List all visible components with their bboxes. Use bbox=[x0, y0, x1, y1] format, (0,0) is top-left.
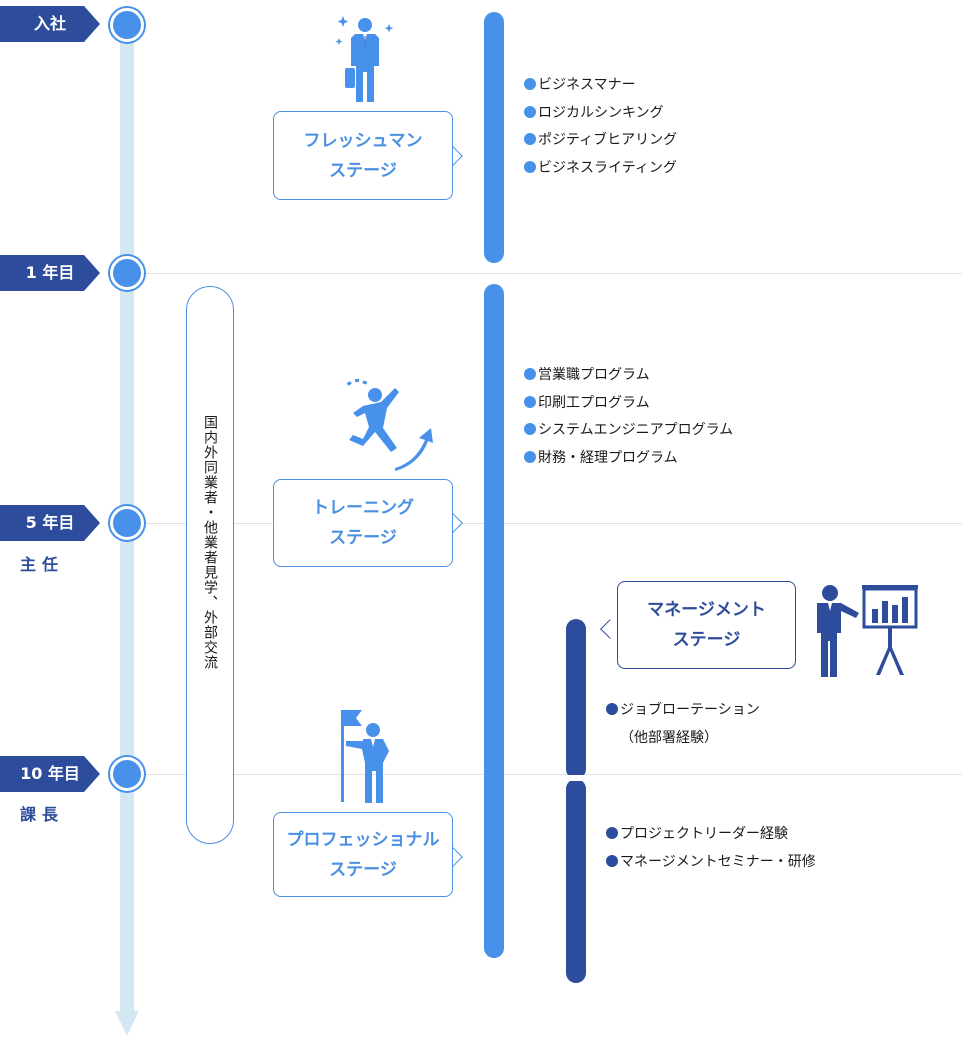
external-exchange-pill bbox=[186, 286, 234, 844]
list-item: マネージメントセミナー・研修 bbox=[606, 849, 816, 877]
list-item: ビジネスマナー bbox=[524, 72, 677, 100]
freshman-stage-box: フレッシュマン ステージ bbox=[273, 111, 453, 200]
bullet-icon bbox=[524, 423, 536, 435]
divider-10 bbox=[146, 774, 962, 775]
management-bar-gap bbox=[562, 775, 590, 781]
bullet-icon bbox=[524, 160, 536, 173]
management-stage-line1: マネージメント bbox=[647, 600, 766, 620]
presenter-chart-icon bbox=[817, 585, 918, 677]
list-item: ビジネスライティング bbox=[524, 155, 677, 183]
freshman-stage-line1: フレッシュマン bbox=[303, 130, 423, 151]
training-stage-box: トレーニング ステージ bbox=[273, 479, 453, 567]
list-item: ロジカルシンキング bbox=[524, 100, 677, 128]
running-man-icon bbox=[346, 378, 433, 471]
list-item-note: （他部署経験） bbox=[620, 729, 718, 746]
bullet-icon bbox=[606, 703, 618, 715]
training-stage-line2: ステージ bbox=[329, 528, 397, 548]
professional-stage-line1: プロフェッショナル bbox=[286, 829, 440, 850]
milestone-node-entry bbox=[110, 8, 144, 42]
list-item: ポジティブヒアリング bbox=[524, 127, 677, 155]
management-stage-box: マネージメント ステージ bbox=[617, 581, 796, 669]
management-list-b: プロジェクトリーダー経験 マネージメントセミナー・研修 bbox=[606, 821, 816, 876]
milestone-node-year10 bbox=[110, 757, 144, 791]
list-item: システムエンジニアプログラム bbox=[524, 417, 733, 445]
businessman-briefcase-icon bbox=[335, 16, 394, 102]
man-with-flag-icon bbox=[341, 710, 389, 803]
list-item: 財務・経理プログラム bbox=[524, 445, 733, 473]
role-chief: 主任 bbox=[20, 555, 65, 574]
milestone-tag-year5: 5 年目 bbox=[0, 505, 100, 541]
milestone-node-year1 bbox=[110, 256, 144, 290]
milestone-tag-entry: 入社 bbox=[0, 6, 100, 42]
bullet-icon bbox=[606, 854, 618, 867]
bullet-icon bbox=[524, 133, 536, 145]
external-exchange-text: 国内外同業者・他業者見学、外部交流 bbox=[202, 415, 218, 670]
training-bar bbox=[484, 284, 504, 958]
professional-stage-box: プロフェッショナル ステージ bbox=[273, 812, 453, 897]
management-list-a: ジョブローテーション （他部署経験） bbox=[606, 697, 760, 752]
list-item: ジョブローテーション bbox=[606, 697, 760, 725]
bullet-icon bbox=[524, 450, 536, 463]
freshman-list: ビジネスマナー ロジカルシンキング ポジティブヒアリング ビジネスライティング bbox=[524, 72, 677, 182]
freshman-bar bbox=[484, 12, 504, 263]
bullet-icon bbox=[524, 395, 536, 408]
bullet-icon bbox=[606, 827, 618, 839]
bullet-icon bbox=[524, 368, 536, 380]
list-item: 営業職プログラム bbox=[524, 362, 733, 390]
milestone-node-year5 bbox=[110, 506, 144, 540]
training-stage-line1: トレーニング bbox=[312, 498, 414, 518]
list-item: 印刷工プログラム bbox=[524, 390, 733, 418]
training-list: 営業職プログラム 印刷工プログラム システムエンジニアプログラム 財務・経理プロ… bbox=[524, 362, 733, 472]
management-bar-upper bbox=[566, 619, 586, 779]
milestone-tag-year10: 10 年目 bbox=[0, 756, 100, 792]
milestone-tag-year1: 1 年目 bbox=[0, 255, 100, 291]
list-item: プロジェクトリーダー経験 bbox=[606, 821, 816, 849]
bullet-icon bbox=[524, 78, 536, 90]
management-bar-lower bbox=[566, 779, 586, 983]
management-stage-line2: ステージ bbox=[672, 630, 741, 650]
divider-1 bbox=[146, 273, 962, 274]
bullet-icon bbox=[524, 105, 536, 118]
divider-5 bbox=[146, 523, 962, 524]
role-manager: 課長 bbox=[20, 805, 65, 824]
freshman-stage-line2: ステージ bbox=[329, 160, 397, 181]
professional-stage-line2: ステージ bbox=[329, 859, 397, 880]
timeline-arrow-icon bbox=[115, 1011, 139, 1036]
